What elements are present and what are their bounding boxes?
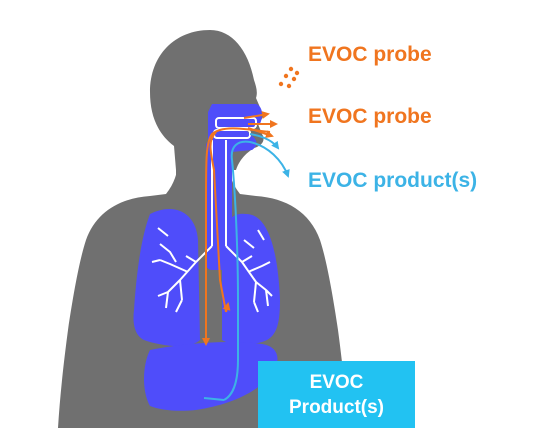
probe-label-top: EVOC probe [308,43,432,67]
product-label-breath: EVOC product(s) [308,169,477,193]
product-box: EVOC Product(s) [258,361,415,428]
evoc-molecule-dots-icon [279,67,299,88]
product-box-line1: EVOC [310,370,364,395]
probe-label-mouth: EVOC probe [308,105,432,129]
product-box-line2: Product(s) [289,395,384,420]
